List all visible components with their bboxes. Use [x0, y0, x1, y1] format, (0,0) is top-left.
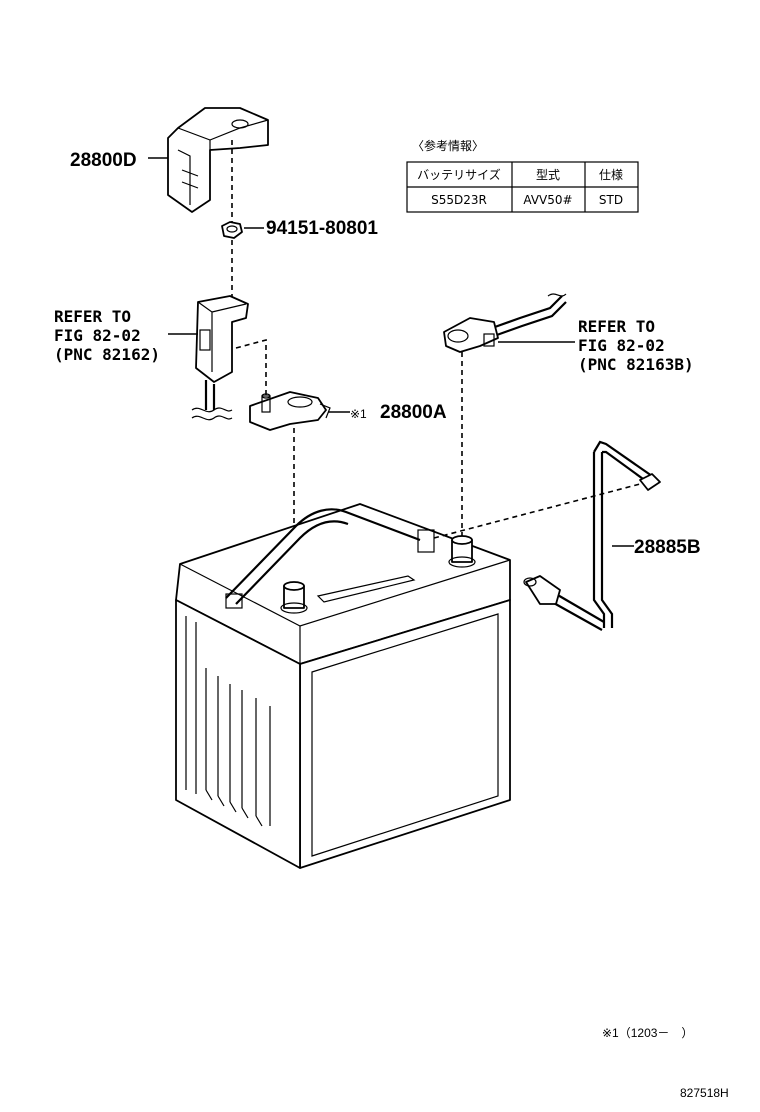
header-spec: 仕様	[599, 168, 623, 182]
left-ref-line2: FIG 82-02	[54, 326, 141, 345]
cell-spec: STD	[599, 193, 623, 207]
terminal-cover-part: 28800D	[70, 107, 269, 213]
hold-down-rod-part: 28885B	[433, 440, 701, 631]
footnote: ※1（1203－ ）	[602, 1026, 693, 1040]
reference-info-heading: 〈参考情報〉	[412, 138, 484, 153]
right-ref-line2: FIG 82-02	[578, 336, 665, 355]
part-label-nut: 94151-80801	[266, 218, 378, 239]
right-ref-line3: (PNC 82163B)	[578, 355, 694, 374]
clamp-note-mark: ※1	[350, 407, 367, 421]
left-ref-line1: REFER TO	[54, 307, 131, 326]
terminal-clamp-part: ※1 28800A	[249, 391, 447, 431]
negative-connector	[168, 295, 249, 421]
cell-model: AVV50#	[523, 193, 572, 207]
part-label-cover: 28800D	[70, 150, 137, 171]
positive-connector	[443, 293, 575, 353]
nut-part: 94151-80801	[221, 218, 378, 239]
right-ref-line1: REFER TO	[578, 317, 655, 336]
cell-battery-size: S55D23R	[431, 193, 487, 207]
diagram-id: 827518H	[680, 1086, 729, 1100]
battery-body	[175, 503, 511, 869]
negative-terminal	[280, 581, 308, 614]
header-model: 型式	[536, 168, 560, 182]
part-label-hold-down: 28885B	[634, 537, 701, 558]
positive-terminal	[448, 535, 476, 568]
part-label-clamp: 28800A	[380, 402, 447, 423]
reference-info-table: 〈参考情報〉 バッテリサイズ 型式 仕様 S55D23R AVV50# STD	[406, 138, 639, 213]
left-ref-line3: (PNC 82162)	[54, 345, 160, 364]
header-battery-size: バッテリサイズ	[417, 167, 501, 182]
